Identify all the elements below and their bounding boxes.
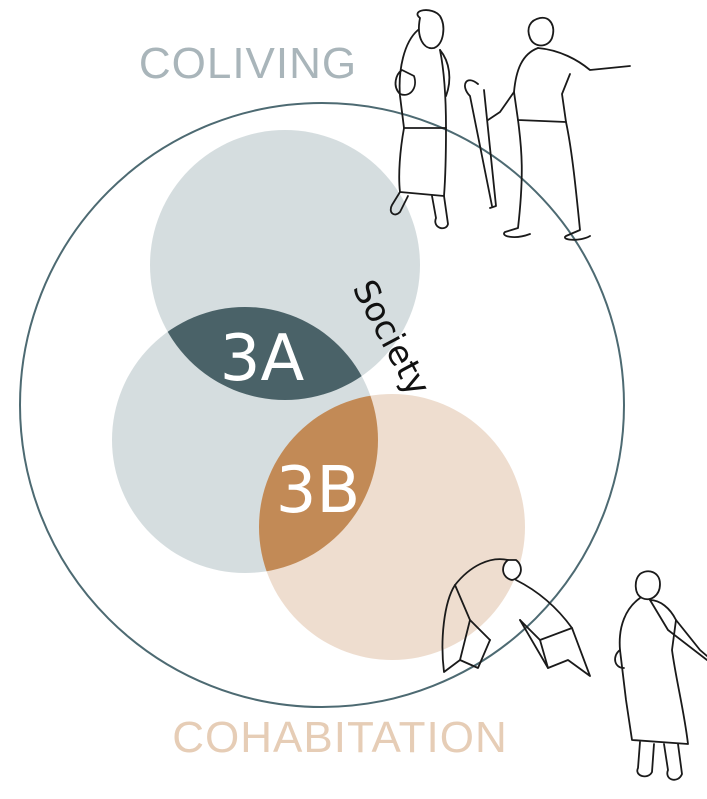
people-walking-sketch [389,9,631,241]
lens-3b-label: 3B [276,454,361,528]
bat-and-woman-sketch [441,558,707,781]
coliving-label: COLIVING [139,39,357,88]
lens-3b [259,394,378,573]
society-outer-circle [19,102,625,708]
lens-3a-label: 3A [220,322,305,396]
cohabitation-label: COHABITATION [172,713,508,762]
